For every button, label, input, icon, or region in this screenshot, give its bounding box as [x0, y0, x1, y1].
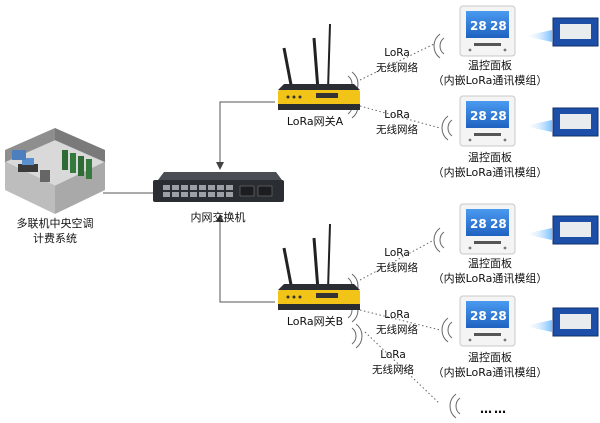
signal-icon — [441, 115, 453, 141]
wired-links — [103, 101, 275, 303]
wireless-link-label-2: LoRa 无线网络 — [362, 108, 432, 138]
signal-icon — [441, 317, 453, 343]
thermostat-2-reading-right: 28 — [490, 109, 507, 123]
network-switch-illustration — [153, 172, 284, 202]
gateway-b-label: LoRa网关B — [286, 315, 344, 328]
gateway-a-to-switch-line — [216, 101, 275, 170]
wireless-link-a-2 — [359, 105, 441, 129]
gateway-b-illustration — [278, 223, 360, 310]
control-room-illustration — [4, 128, 106, 214]
thermostat-4-label-line1: 温控面板 — [468, 351, 512, 364]
thermostat-3-label-line2: （内嵌LoRa通讯模组） — [432, 272, 548, 285]
wireless-link-label-1-line2: 无线网络 — [376, 62, 418, 74]
thermostat-2-label-line1: 温控面板 — [468, 151, 512, 164]
wireless-link-label-5-line2: 无线网络 — [372, 364, 414, 376]
wireless-link-b-3 — [364, 331, 441, 405]
signal-icon — [449, 393, 461, 419]
wireless-link-label-4-line2: 无线网络 — [376, 324, 418, 336]
thermostat-2-label: 温控面板 （内嵌LoRa通讯模组） — [428, 150, 552, 180]
gateway-b-to-switch-line — [216, 214, 275, 303]
wireless-link-label-2-line2: 无线网络 — [376, 124, 418, 136]
thermostat-2-label-line2: （内嵌LoRa通讯模组） — [432, 166, 548, 179]
wireless-link-a-1 — [359, 43, 435, 81]
thermostat-2-illustration: 28 28 — [459, 95, 599, 147]
thermostat-1-illustration: 28 28 — [459, 5, 599, 57]
more-devices-ellipsis: …… — [480, 402, 508, 416]
wireless-link-label-3-line1: LoRa — [384, 247, 410, 259]
wireless-link-label-5: LoRa 无线网络 — [358, 348, 428, 378]
thermostat-1-label-line2: （内嵌LoRa通讯模组） — [432, 74, 548, 87]
control-room-label-line2: 计费系统 — [33, 232, 77, 245]
gateway-a-illustration — [278, 23, 360, 110]
thermostat-3-reading-left: 28 — [470, 217, 487, 231]
wireless-link-b-2 — [359, 309, 441, 331]
thermostat-1-reading-right: 28 — [490, 19, 507, 33]
signal-icon — [351, 323, 363, 349]
thermostat-1-reading-left: 28 — [470, 19, 487, 33]
thermostat-4-reading-right: 28 — [490, 309, 507, 323]
thermostat-1-label: 温控面板 （内嵌LoRa通讯模组） — [428, 58, 552, 88]
wireless-link-label-3: LoRa 无线网络 — [362, 246, 432, 276]
wireless-links — [359, 43, 441, 405]
thermostat-4-label-line2: （内嵌LoRa通讯模组） — [432, 366, 548, 379]
thermostat-4-label: 温控面板 （内嵌LoRa通讯模组） — [428, 350, 552, 380]
thermostat-3-illustration: 28 28 — [459, 203, 599, 255]
wireless-link-label-1-line1: LoRa — [384, 47, 410, 59]
thermostat-4-illustration: 28 28 — [459, 295, 599, 347]
thermostat-3-reading-right: 28 — [490, 217, 507, 231]
wireless-link-label-5-line1: LoRa — [380, 349, 406, 361]
signal-icon — [433, 227, 445, 253]
control-room-label: 多联机中央空调 计费系统 — [0, 216, 110, 246]
thermostat-2-reading-left: 28 — [470, 109, 487, 123]
control-room-label-line1: 多联机中央空调 — [16, 217, 94, 230]
wireless-link-label-4: LoRa 无线网络 — [362, 308, 432, 338]
wireless-link-label-2-line1: LoRa — [384, 109, 410, 121]
thermostat-3-label: 温控面板 （内嵌LoRa通讯模组） — [428, 256, 552, 286]
wireless-link-label-1: LoRa 无线网络 — [362, 46, 432, 76]
wireless-link-label-4-line1: LoRa — [384, 309, 410, 321]
thermostat-3-label-line1: 温控面板 — [468, 257, 512, 270]
wireless-link-label-3-line2: 无线网络 — [376, 262, 418, 274]
gateway-a-label: LoRa网关A — [286, 115, 344, 128]
thermostat-4-reading-left: 28 — [470, 309, 487, 323]
switch-label: 内网交换机 — [190, 211, 246, 224]
thermostat-1-label-line1: 温控面板 — [468, 59, 512, 72]
signal-icon — [433, 33, 445, 59]
